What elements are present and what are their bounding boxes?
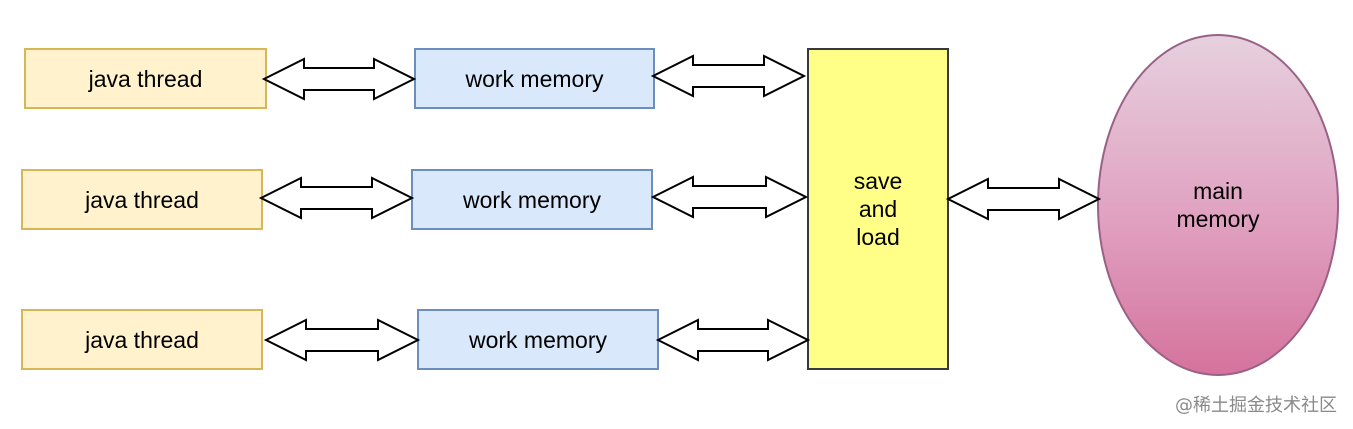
main-memory-ellipse: main memory — [1097, 34, 1339, 376]
work-memory-label: work memory — [465, 65, 604, 92]
java-thread-box-1: java thread — [24, 48, 267, 109]
work-memory-box-1: work memory — [414, 48, 655, 109]
java-thread-box-3: java thread — [21, 309, 263, 370]
java-thread-label: java thread — [85, 186, 199, 213]
save-load-line: load — [856, 224, 900, 250]
double-arrow-work-saveload-3 — [655, 318, 811, 362]
double-arrow-thread-work-1 — [261, 57, 417, 101]
double-arrow-thread-work-3 — [263, 318, 421, 362]
work-memory-box-2: work memory — [411, 169, 653, 230]
double-arrow-work-saveload-1 — [650, 54, 807, 98]
save-load-line: save — [853, 168, 903, 194]
java-thread-label: java thread — [85, 326, 199, 353]
save-load-box: save and load — [807, 48, 949, 370]
double-arrow-work-saveload-2 — [650, 175, 809, 219]
double-arrow-thread-work-2 — [258, 176, 415, 220]
work-memory-label: work memory — [468, 326, 607, 353]
watermark: @稀土掘金技术社区 — [1175, 395, 1337, 416]
double-arrow-saveload-main — [945, 177, 1102, 221]
work-memory-box-3: work memory — [417, 309, 659, 370]
java-thread-box-2: java thread — [21, 169, 263, 230]
main-memory-line: main — [1193, 178, 1243, 204]
main-memory-line: memory — [1176, 206, 1260, 232]
save-load-line: and — [858, 196, 898, 222]
java-thread-label: java thread — [88, 65, 203, 92]
work-memory-label: work memory — [462, 186, 601, 213]
